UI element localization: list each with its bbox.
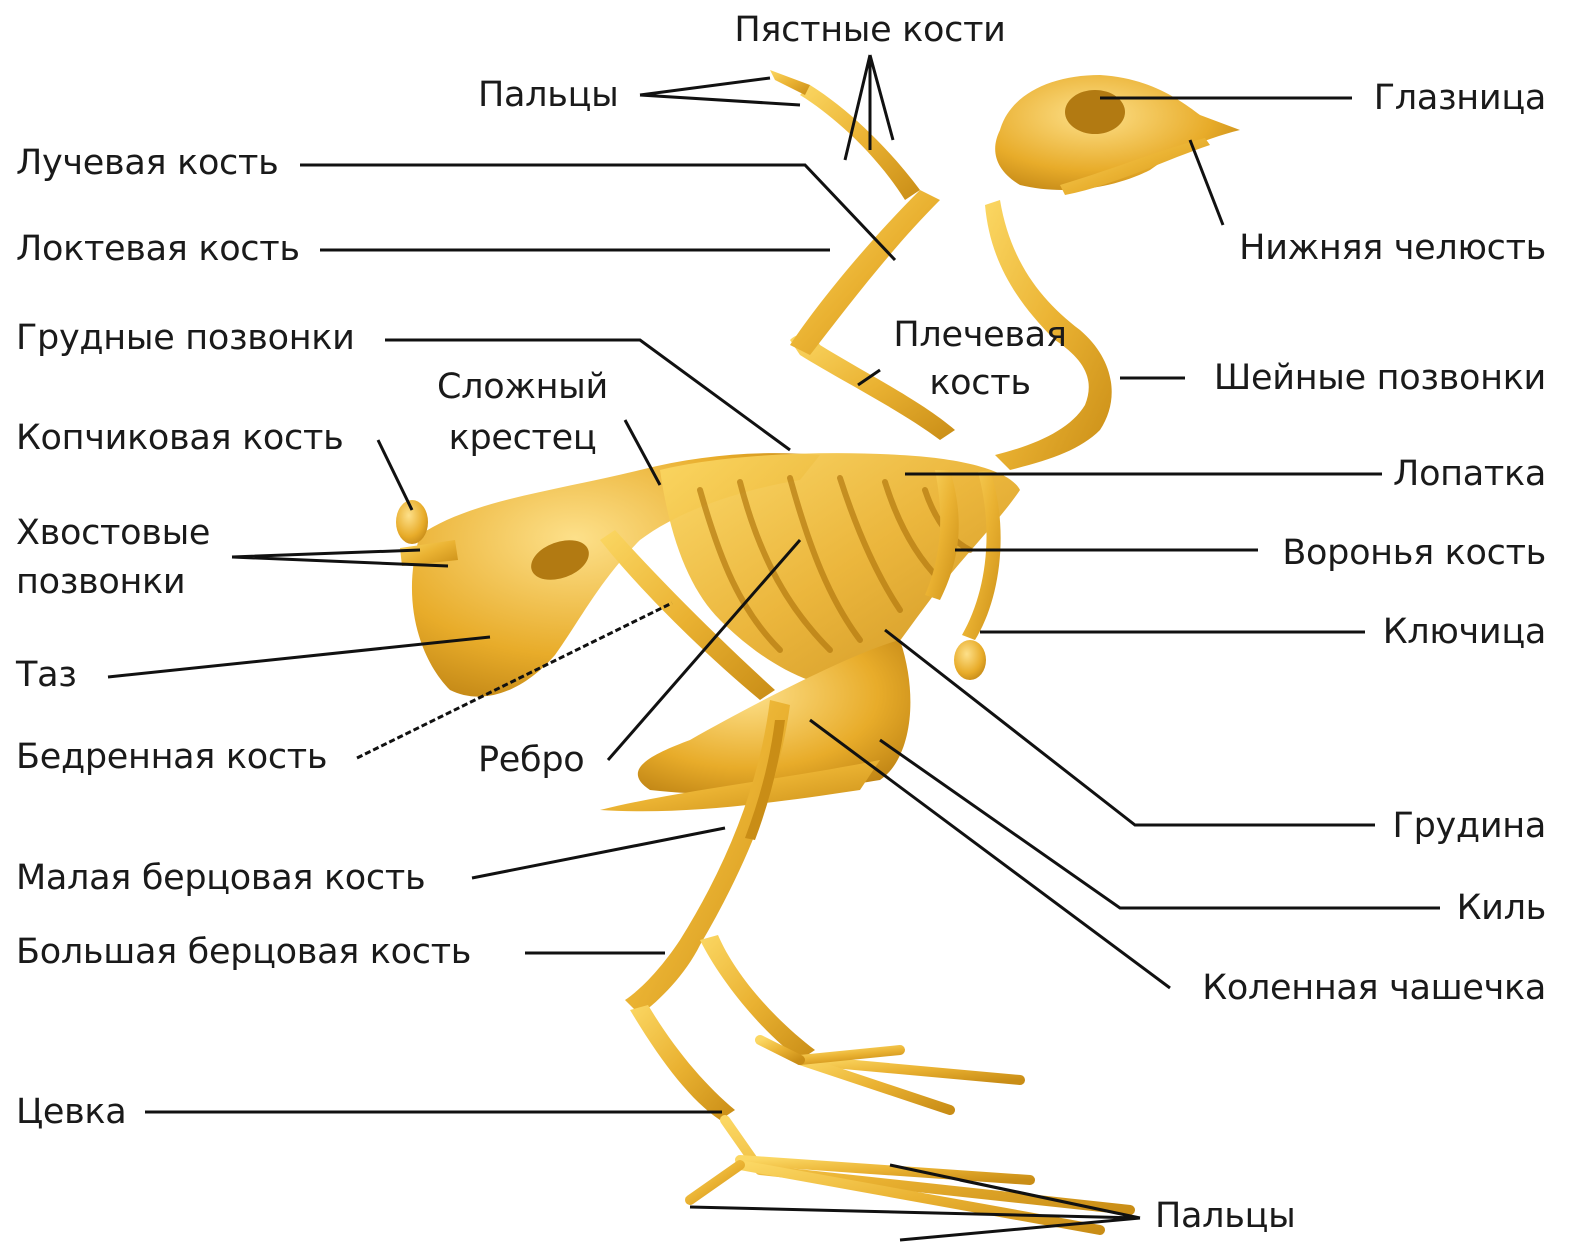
- label-malaya-bertsovaya: Малая берцовая кость: [16, 858, 425, 898]
- leader-rebro: [608, 540, 800, 760]
- label-lopatka: Лопатка: [1393, 454, 1546, 494]
- label-grudina: Грудина: [1393, 806, 1546, 846]
- leader-bedrennaya: [357, 603, 672, 758]
- label-nizhnyaya-chelyust: Нижняя челюсть: [1239, 228, 1546, 268]
- label-slozhny-2: крестец: [410, 418, 635, 458]
- leader-paltsy-leg: [690, 1165, 1140, 1240]
- label-glaznitsa: Глазница: [1374, 78, 1546, 118]
- leader-kopchikovaya: [378, 440, 412, 510]
- leader-paltsy-wing: [640, 78, 800, 105]
- label-hvostovye-1: Хвостовые: [16, 513, 210, 553]
- label-taz: Таз: [16, 655, 77, 695]
- leader-luchevaya: [300, 165, 895, 260]
- leader-kolennaya: [810, 720, 1170, 988]
- leader-pastnye: [845, 55, 893, 160]
- leader-nizhnyaya: [1190, 140, 1223, 225]
- label-kil: Киль: [1457, 888, 1546, 928]
- label-kolennaya: Коленная чашечка: [1202, 968, 1546, 1008]
- label-bolshaya-bertsovaya: Большая берцовая кость: [16, 932, 471, 972]
- label-rebro: Ребро: [478, 740, 584, 780]
- label-paltsy-wing: Пальцы: [478, 75, 618, 115]
- leader-hvostovye: [232, 550, 448, 566]
- label-luchevaya: Лучевая кость: [16, 143, 278, 183]
- label-pastnye-kosti: Пястные кости: [700, 10, 1040, 50]
- label-grudnye-pozvonki: Грудные позвонки: [16, 318, 355, 358]
- label-paltsy-leg: Пальцы: [1155, 1196, 1295, 1236]
- label-sheynye-pozvonki: Шейные позвонки: [1214, 358, 1546, 398]
- label-kopchikovaya: Копчиковая кость: [16, 418, 343, 458]
- label-loktevaya: Локтевая кость: [16, 229, 300, 269]
- label-klyuchitsa: Ключица: [1383, 612, 1546, 652]
- label-plechevaya-2: кость: [870, 363, 1090, 403]
- leader-malaya: [472, 828, 725, 878]
- label-bedrennaya: Бедренная кость: [16, 737, 327, 777]
- label-tsevka: Цевка: [16, 1092, 126, 1132]
- label-voronya: Воронья кость: [1282, 533, 1546, 573]
- label-plechevaya-1: Плечевая: [870, 315, 1090, 355]
- leader-taz: [108, 637, 490, 677]
- label-slozhny-1: Сложный: [410, 367, 635, 407]
- label-hvostovye-2: позвонки: [16, 562, 185, 602]
